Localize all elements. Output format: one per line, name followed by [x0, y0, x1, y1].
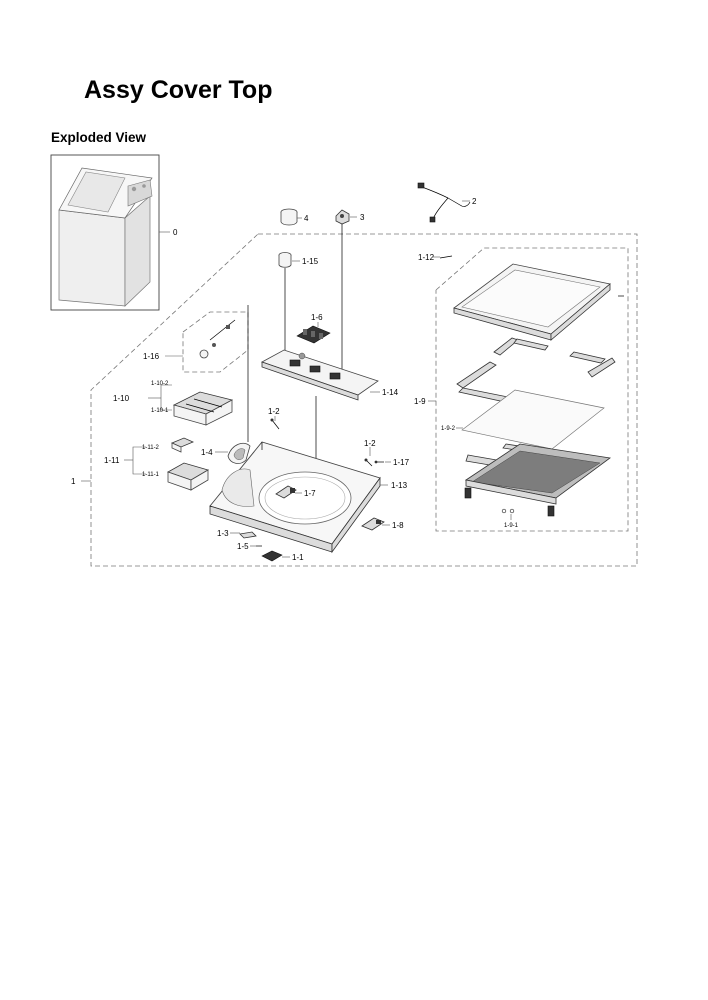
page-title: Assy Cover Top	[84, 76, 273, 104]
callout-1-9-1: 1-9-1	[504, 523, 519, 529]
lid-lock-part	[361, 517, 385, 531]
screw-part-right	[364, 458, 373, 467]
knob-cap-part	[280, 208, 298, 226]
callout-3: 3	[360, 213, 365, 222]
detergent-cup-part	[167, 462, 210, 491]
detergent-cup-small-part	[170, 437, 195, 453]
callout-1-11-2: 1-11-2	[142, 445, 160, 451]
callout-1-14: 1-14	[382, 388, 399, 397]
callout-0: 0	[173, 228, 178, 237]
callout-1-9: 1-9	[414, 397, 426, 406]
bracket-part	[239, 531, 257, 539]
control-panel-part	[261, 349, 379, 401]
callout-1-16: 1-16	[143, 352, 160, 361]
callout-1-10: 1-10	[113, 394, 130, 403]
callout-1-5: 1-5	[237, 542, 249, 551]
lid-group-boundary	[435, 247, 629, 532]
callout-2: 2	[472, 197, 477, 206]
callout-1-4: 1-4	[201, 448, 213, 457]
screw-part-17	[374, 460, 384, 464]
callout-1: 1	[71, 477, 76, 486]
callout-1-17: 1-17	[393, 458, 410, 467]
latch-part	[275, 485, 297, 499]
screw-part-left	[270, 418, 280, 430]
callout-1-11: 1-11	[104, 456, 120, 465]
callout-1-10-2: 1-10-2	[151, 381, 169, 387]
pin-part	[501, 508, 515, 514]
hinge-part	[261, 550, 283, 562]
callout-1-12: 1-12	[418, 253, 435, 262]
assembly-boundary	[90, 233, 638, 567]
lid-glass-part	[461, 389, 605, 450]
valve-group-boundary	[182, 311, 249, 373]
washer-illustration	[58, 167, 153, 307]
lid-bottom-frame-part	[464, 443, 612, 517]
section-subtitle: Exploded View	[51, 130, 147, 145]
wire-harness-part	[417, 182, 471, 223]
knob-part	[278, 252, 292, 268]
drawer-part	[172, 391, 234, 426]
callout-4: 4	[304, 214, 309, 223]
callout-1-3: 1-3	[217, 529, 229, 538]
callout-1-2-right: 1-2	[364, 439, 376, 448]
callout-1-1: 1-1	[292, 553, 304, 562]
callout-1-7: 1-7	[304, 489, 316, 498]
sensor-part	[335, 209, 350, 225]
callout-1-13: 1-13	[391, 481, 408, 490]
drawer-frame-part	[227, 442, 251, 464]
callout-1-9-2: 1-9-2	[441, 426, 456, 432]
pcb-connector-part	[296, 325, 331, 344]
lid-frame-part	[453, 263, 611, 341]
valve-part	[199, 319, 236, 359]
callout-1-8: 1-8	[392, 521, 404, 530]
callout-1-15: 1-15	[302, 257, 319, 266]
callout-1-11-1: 1-11-1	[142, 472, 160, 478]
callout-1-6: 1-6	[311, 313, 323, 322]
callout-1-2-left: 1-2	[268, 407, 280, 416]
callout-1-10-1: 1-10-1	[151, 408, 169, 414]
